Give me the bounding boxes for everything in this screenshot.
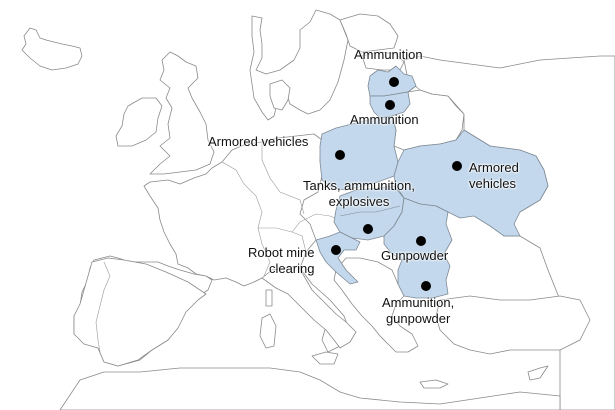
marker-romania [416, 236, 426, 246]
ireland [115, 97, 163, 147]
crete [419, 379, 449, 389]
marker-croatia [331, 245, 341, 255]
corsica [265, 289, 273, 307]
france-border [221, 161, 271, 277]
country-croatia [315, 231, 361, 285]
germany-border [261, 142, 305, 215]
marker-latvia [389, 77, 399, 87]
label-bulgaria-line1: Ammunition, [382, 295, 455, 310]
scandinavia [249, 9, 349, 121]
sardinia [259, 313, 277, 349]
marker-bulgaria [421, 281, 431, 291]
north-africa [59, 367, 561, 410]
label-bulgaria: Ammunition, gunpowder [382, 295, 454, 327]
estonia [361, 51, 405, 71]
label-lithuania: Ammunition [350, 112, 419, 127]
finland [339, 13, 399, 53]
iberia [73, 257, 207, 367]
turkey [435, 295, 591, 355]
marker-lithuania [385, 100, 395, 110]
label-croatia-line2: clearing [268, 261, 315, 276]
label-romania: Gunpowder [381, 248, 449, 263]
marker-ukraine [452, 161, 462, 171]
marker-poland [335, 150, 345, 160]
label-bulgaria-line2: gunpowder [385, 311, 451, 326]
label-croatia: Robot mine clearing [248, 245, 314, 277]
portugal-border [95, 261, 111, 353]
sicily [311, 351, 339, 365]
label-ukraine-line1: Armored [469, 160, 519, 175]
label-poland: Armored vehicles [208, 134, 309, 149]
slovakia-hungary-border [339, 205, 401, 217]
marker-slovakia-hungary [363, 224, 373, 234]
denmark [269, 79, 291, 111]
label-slovakia-hungary: Tanks, ammunition, explosives [303, 178, 415, 210]
label-ukraine: Armored vehicles [469, 160, 519, 192]
label-slovakia-line2: explosives [328, 194, 390, 209]
iceland [21, 27, 83, 71]
label-latvia: Ammunition [354, 47, 423, 62]
label-croatia-line1: Robot mine [248, 245, 315, 260]
country-bulgaria [397, 253, 451, 299]
great-britain [149, 51, 215, 175]
label-slovakia-line1: Tanks, ammunition, [303, 178, 415, 193]
italy [261, 265, 357, 349]
label-ukraine-line2: vehicles [469, 176, 516, 191]
cyprus [527, 365, 549, 381]
austria-border [291, 213, 341, 233]
